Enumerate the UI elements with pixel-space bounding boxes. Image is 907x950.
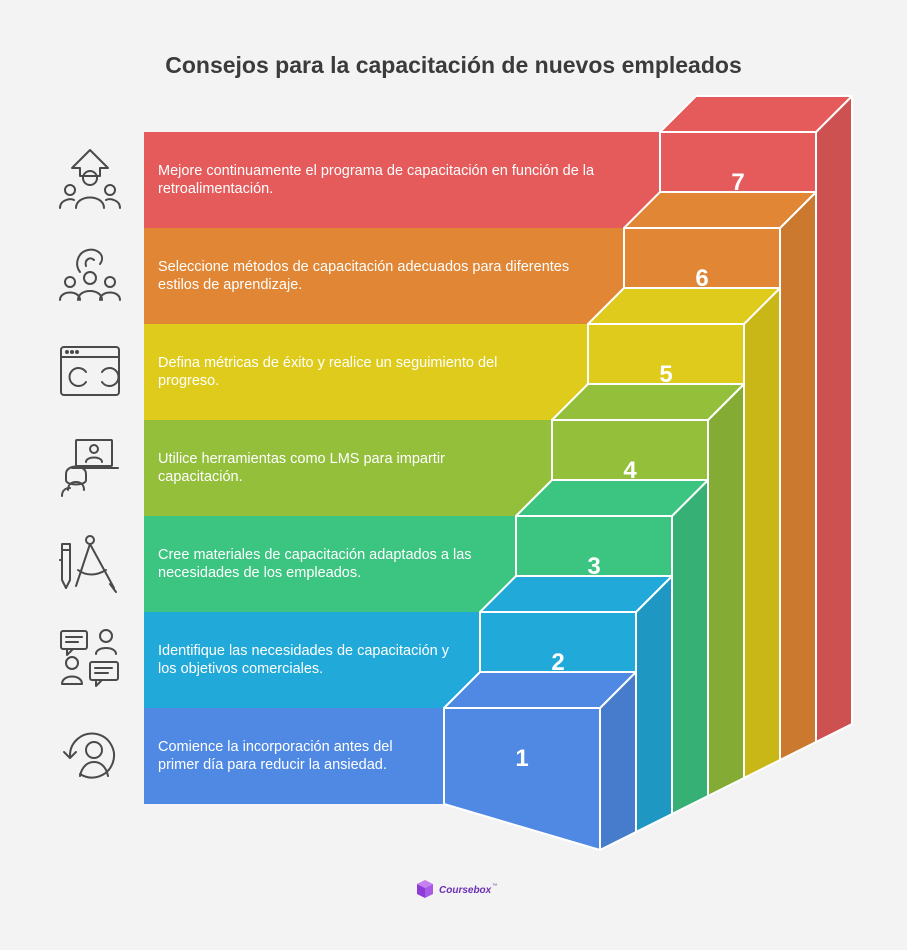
step-4-side	[707, 383, 745, 797]
step-7-side	[815, 95, 853, 743]
step-7-number: 7	[731, 169, 744, 196]
step-2-number: 2	[551, 649, 564, 676]
step-4-band	[144, 420, 588, 516]
step-2-band	[144, 612, 516, 708]
page-title: Consejos para la capacitación de nuevos …	[165, 52, 742, 78]
step-3-side	[671, 479, 709, 815]
step-3-band	[144, 516, 552, 612]
laptop-learner-icon	[56, 434, 124, 502]
group-method-icon	[56, 242, 124, 310]
step-4-number: 4	[623, 457, 637, 484]
step-4-text: Utilice herramientas como LMS para impar…	[158, 451, 445, 485]
onboarding-person-icon	[56, 722, 124, 790]
step-6-band	[144, 228, 660, 324]
pencil-compass-icon	[56, 530, 124, 598]
step-1-riser	[443, 707, 601, 851]
step-6-text: Seleccione métodos de capacitación adecu…	[158, 259, 570, 293]
step-6-side	[779, 191, 817, 761]
cube-logo-icon	[417, 880, 433, 898]
brand-name: Coursebox™	[439, 882, 498, 896]
step-5-text: Defina métricas de éxito y realice un se…	[158, 355, 498, 389]
step-7-text: Mejore continuamente el programa de capa…	[158, 163, 595, 197]
step-7-band	[144, 132, 696, 228]
step-3-text: Cree materiales de capacitación adaptado…	[158, 547, 472, 581]
step-5-number: 5	[659, 361, 672, 388]
step-2-side	[635, 575, 673, 833]
discussion-people-icon	[56, 626, 124, 694]
step-6-number: 6	[695, 265, 708, 292]
step-1-band	[144, 708, 480, 804]
step-5-band	[144, 324, 624, 420]
browser-metrics-icon	[56, 338, 124, 406]
brand-logo: Coursebox™	[415, 879, 497, 899]
step-5-side	[743, 287, 781, 779]
step-1-text: Comience la incorporación antes del prim…	[158, 739, 393, 773]
step-3-number: 3	[587, 553, 600, 580]
step-2-text: Identifique las necesidades de capacitac…	[158, 643, 449, 677]
step-1-number: 1	[515, 745, 528, 772]
group-improve-icon	[56, 146, 124, 214]
